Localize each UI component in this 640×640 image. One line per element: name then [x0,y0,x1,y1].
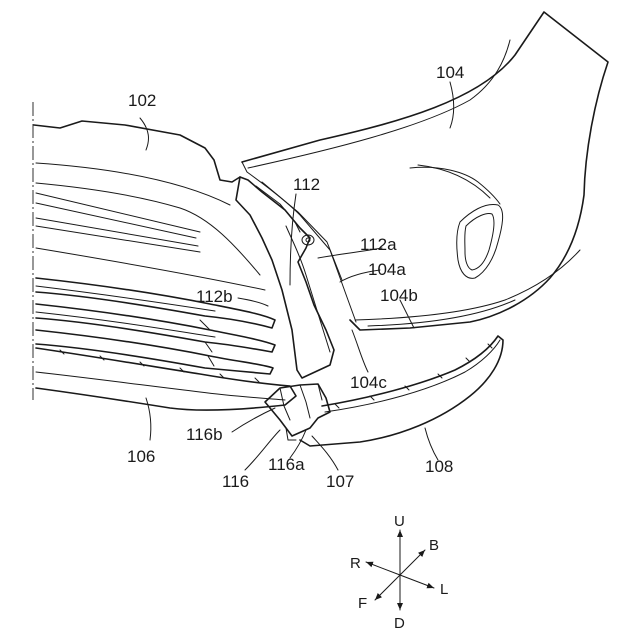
arrow-front [375,575,400,600]
label-106: 106 [127,447,155,466]
label-112b: 112b [196,287,233,306]
dir-label-right: R [350,555,361,572]
dir-label-up: U [394,513,405,530]
label-104c: 104c [350,373,387,392]
grille-slats [36,278,275,374]
part-104-bumper-corner [242,12,608,330]
reference-labels: 102 104 112 112a 104a 112b 104b 104c 116… [127,63,464,491]
dir-label-left: L [440,581,448,598]
label-104: 104 [436,63,464,82]
arrow-right [366,562,400,575]
label-116: 116 [222,472,249,491]
label-112: 112 [293,175,320,194]
dir-label-down: D [394,615,405,632]
part-116-clip [265,384,330,440]
label-112a: 112a [360,235,397,254]
part-106-lower-molding [36,348,296,410]
label-104b: 104b [380,286,418,305]
label-108: 108 [425,457,453,476]
label-104a: 104a [368,260,406,279]
arrow-left [400,575,434,588]
dir-label-back: B [429,537,439,554]
label-116a: 116a [268,455,305,474]
label-116b: 116b [186,425,223,444]
part-102-upper-panel [34,121,265,290]
direction-indicator: U D B F R L [350,513,448,632]
part-108-lower-lip [300,336,503,446]
dir-label-front: F [358,595,367,612]
arrow-back [400,550,425,575]
label-102: 102 [128,91,156,110]
leader-lines [140,82,454,470]
label-107: 107 [326,472,354,491]
